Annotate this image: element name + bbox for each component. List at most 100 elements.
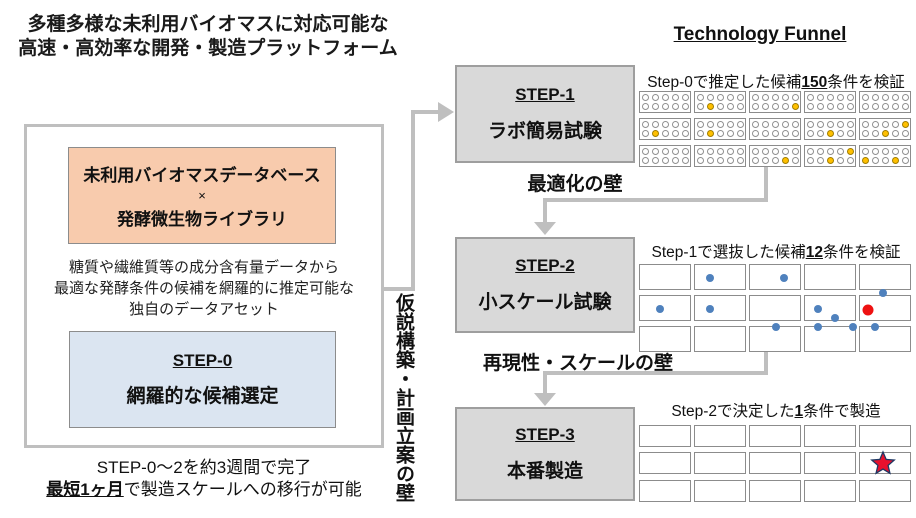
well-empty	[816, 94, 824, 101]
step2-name: 小スケール試験	[478, 292, 612, 313]
well-empty	[891, 94, 899, 101]
well-empty	[861, 148, 869, 155]
scatter-cell	[804, 326, 856, 352]
well-empty	[736, 157, 744, 164]
description-line2: 最適な発酵条件の候補を網羅的に推定可能な	[53, 280, 354, 297]
step1-box: STEP-1 ラボ簡易試験	[455, 65, 635, 163]
scatter-dot-blue	[772, 323, 780, 331]
scatter-dot-blue	[706, 305, 714, 313]
well-empty	[716, 94, 724, 101]
database-box: 未利用バイオマスデータベース × 発酵微生物ライブラリ	[68, 147, 336, 244]
well-empty	[771, 148, 779, 155]
timeline-footnote: STEP-0〜2を約3週間で完了 最短1ヶ月で製造スケールへの移行が可能	[24, 457, 384, 501]
arrowhead-down-icon	[534, 393, 556, 406]
well-empty	[651, 157, 659, 164]
well-empty	[641, 103, 649, 110]
step1-count: 150	[801, 74, 828, 91]
well-empty	[871, 157, 879, 164]
well-empty	[901, 130, 909, 137]
well-empty	[881, 121, 889, 128]
result-cell	[749, 452, 801, 474]
result-cell	[749, 425, 801, 447]
well-plate	[749, 118, 801, 140]
scatter-dot-blue	[831, 314, 839, 322]
step2-count: 12	[805, 244, 823, 261]
well-empty	[806, 148, 814, 155]
well-empty	[836, 103, 844, 110]
step2-caption: Step-1で選抜した候補12条件を検証	[651, 244, 901, 261]
well-empty	[806, 157, 814, 164]
well-empty	[871, 94, 879, 101]
well-empty	[751, 148, 759, 155]
well-plate	[639, 91, 691, 113]
well-empty	[761, 130, 769, 137]
well-empty	[726, 157, 734, 164]
well-plate	[859, 91, 911, 113]
well-empty	[661, 130, 669, 137]
well-empty	[726, 121, 734, 128]
well-empty	[781, 103, 789, 110]
well-empty	[836, 148, 844, 155]
well-empty	[761, 148, 769, 155]
well-empty	[901, 94, 909, 101]
step1-name: ラボ簡易試験	[487, 121, 602, 142]
well-empty	[791, 148, 799, 155]
well-empty	[751, 121, 759, 128]
well-empty	[736, 103, 744, 110]
well-empty	[836, 94, 844, 101]
well-empty	[736, 148, 744, 155]
step0-name: 網羅的な候補選定	[126, 386, 279, 407]
connector-step1-to-step2	[543, 198, 547, 225]
well-empty	[891, 103, 899, 110]
well-empty	[881, 103, 889, 110]
funnel-heading: Technology Funnel	[673, 24, 847, 45]
well-empty	[726, 103, 734, 110]
scatter-dot-red	[862, 304, 874, 316]
well-empty	[696, 103, 704, 110]
well-empty	[871, 103, 879, 110]
well-empty	[706, 94, 714, 101]
well-empty	[791, 121, 799, 128]
well-plate	[749, 145, 801, 167]
step3-result-grid	[639, 425, 911, 502]
well-empty	[806, 130, 814, 137]
scatter-cell	[639, 264, 691, 290]
well-empty	[671, 103, 679, 110]
well-empty	[846, 103, 854, 110]
well-empty	[706, 157, 714, 164]
scatter-dot-blue	[656, 305, 664, 313]
well-empty	[661, 94, 669, 101]
database-box-line1: 未利用バイオマスデータベース	[83, 166, 321, 185]
connector-box-to-step1	[384, 287, 413, 291]
step0-id: STEP-0	[172, 351, 233, 370]
data-asset-description: 糖質や繊維質等の成分含有量データから 最適な発酵条件の候補を網羅的に推定可能な …	[30, 257, 378, 320]
well-empty	[706, 148, 714, 155]
step1-well-plate-grid	[639, 91, 911, 167]
well-empty	[751, 130, 759, 137]
well-empty	[661, 157, 669, 164]
well-plate	[694, 91, 746, 113]
well-empty	[816, 103, 824, 110]
well-empty	[681, 157, 689, 164]
well-empty	[761, 103, 769, 110]
well-empty	[696, 157, 704, 164]
well-empty	[716, 130, 724, 137]
well-positive	[881, 130, 889, 137]
step1-id: STEP-1	[515, 85, 575, 104]
well-positive	[826, 130, 834, 137]
scatter-cell	[694, 326, 746, 352]
well-empty	[861, 121, 869, 128]
connector-box-to-step1	[411, 110, 440, 114]
well-empty	[891, 121, 899, 128]
well-empty	[806, 121, 814, 128]
well-empty	[871, 148, 879, 155]
scatter-cell	[859, 264, 911, 290]
well-empty	[881, 148, 889, 155]
footnote-highlight: 最短1ヶ月	[46, 480, 124, 499]
well-empty	[681, 103, 689, 110]
well-positive	[846, 148, 854, 155]
well-empty	[771, 121, 779, 128]
well-empty	[716, 148, 724, 155]
well-empty	[901, 103, 909, 110]
